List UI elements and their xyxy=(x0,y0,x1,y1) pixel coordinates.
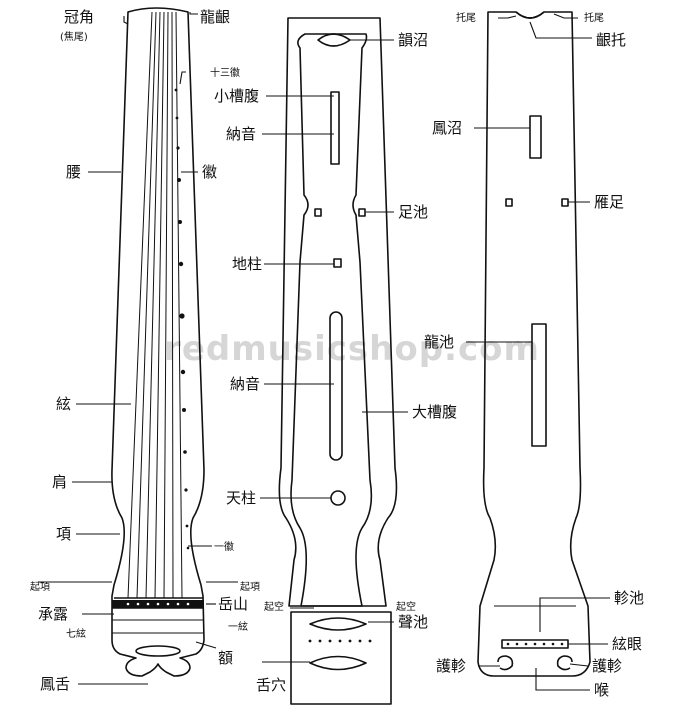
label-tianzhu: 天柱 xyxy=(226,489,256,507)
label-xianyan: 絃眼 xyxy=(612,635,642,653)
label-yao: 腰 xyxy=(66,163,81,181)
label-fengshe: 鳳舌 xyxy=(40,675,70,693)
label-qikong-right: 起空 xyxy=(396,600,416,613)
nayin-slot xyxy=(329,311,343,461)
hui-markers xyxy=(174,88,190,550)
label-nayin-mid: 納音 xyxy=(230,375,260,393)
shengchi-shape xyxy=(309,617,367,631)
label-chenglu: 承露 xyxy=(38,605,68,623)
label-qixian: 七絃 xyxy=(66,627,86,640)
label-longchi: 龍池 xyxy=(424,333,454,351)
yunzhao-shape xyxy=(317,33,351,47)
label-xiaocaofu: 小槽腹 xyxy=(214,87,259,105)
back-leaders xyxy=(466,13,610,691)
shexue-shape xyxy=(309,655,367,671)
label-yunzhao: 韻沼 xyxy=(398,31,428,49)
yanzu-right xyxy=(561,198,569,207)
inside-view: 韻沼 小槽腹 納音 足池 地柱 納音 大槽腹 天柱 起空 起空 聲池 舌穴 xyxy=(214,17,457,705)
label-dacaofu: 大槽腹 xyxy=(412,403,457,421)
back-body-outline xyxy=(477,11,591,677)
back-view: 托尾 托尾 齦托 鳳沼 雁足 龍池 軫池 絃眼 護軫 護軫 喉 xyxy=(424,11,644,699)
label-dizhu: 地柱 xyxy=(232,255,262,273)
label-yixian: 一絃 xyxy=(228,620,248,633)
label-guanjiao: 冠角 xyxy=(64,8,94,26)
label-tuowei-right: 托尾 xyxy=(584,11,604,24)
front-leaders xyxy=(38,12,238,685)
label-yintuo: 齦托 xyxy=(596,31,626,49)
zuchi-square-left xyxy=(314,208,322,217)
front-strings xyxy=(127,11,183,599)
label-qixiang-right: 起項 xyxy=(240,581,260,593)
label-xian: 絃 xyxy=(56,395,71,413)
label-tuowei-left: 托尾 xyxy=(456,11,476,24)
label-xiang: 項 xyxy=(56,525,71,543)
label-fengzhao: 鳳沼 xyxy=(432,119,462,137)
label-zuchi: 足池 xyxy=(398,203,428,221)
label-yueshan: 岳山 xyxy=(218,595,248,613)
label-longyin: 龍齦 xyxy=(200,8,230,26)
xiaocaofu-slot xyxy=(330,91,340,165)
yintuo-shape xyxy=(515,11,545,19)
inside-body-outline xyxy=(278,17,398,607)
inside-bottom-box xyxy=(290,611,392,705)
huzhen-right-curl xyxy=(556,655,573,671)
inside-cavity-outline xyxy=(290,33,373,607)
watermark-text: redmusicshop.com xyxy=(164,329,540,369)
zuchi-square-right xyxy=(358,208,366,217)
dizhu-square xyxy=(333,258,342,268)
huzhen-left-curl xyxy=(497,655,514,671)
longchi-slot xyxy=(531,323,547,447)
label-hui: 徽 xyxy=(202,163,217,181)
label-yanzu: 雁足 xyxy=(594,193,624,211)
label-shisanhui: 十三徽 xyxy=(210,66,240,79)
label-huzhen-right: 護軫 xyxy=(592,657,622,675)
label-qikong-left: 起空 xyxy=(264,600,284,613)
label-hou: 喉 xyxy=(594,681,609,699)
front-bridge xyxy=(112,597,204,657)
tianzhu-circle xyxy=(330,490,346,506)
front-view: 冠角 (焦尾) 龍齦 十三徽 腰 徽 絃 肩 項 一徽 起項 起項 承露 岳山 … xyxy=(30,7,260,693)
label-jian: 肩 xyxy=(52,473,67,491)
label-zhenchi: 軫池 xyxy=(614,589,644,607)
inside-string-holes xyxy=(308,639,372,643)
xianyan-holes xyxy=(506,642,564,646)
label-shexue: 舌穴 xyxy=(256,676,286,694)
yanzu-left xyxy=(505,198,513,207)
label-e: 額 xyxy=(218,649,233,667)
label-jiaowei: (焦尾) xyxy=(60,30,88,43)
label-nayin-top: 納音 xyxy=(226,125,256,143)
label-huzhen-left: 護軫 xyxy=(436,657,466,675)
label-shengchi: 聲池 xyxy=(398,613,428,631)
label-yihui: 一徽 xyxy=(214,540,234,553)
front-body-outline xyxy=(111,7,205,677)
label-qixiang-left: 起項 xyxy=(30,581,50,593)
fengzhao-slot xyxy=(529,115,542,159)
inside-leaders xyxy=(260,39,408,663)
